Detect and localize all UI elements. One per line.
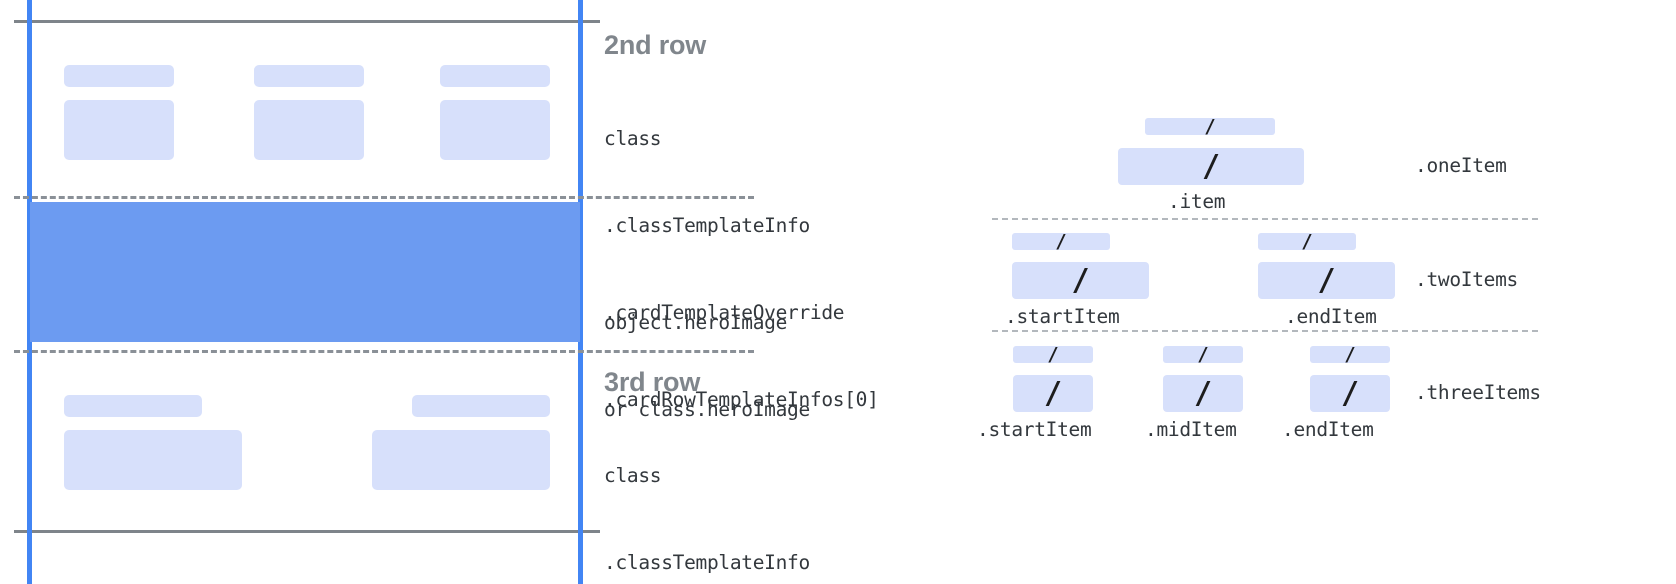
row2-annotation: 2nd row class .classTemplateInfo .cardTe… [604,30,879,472]
slash-glyph: / [1204,115,1216,137]
row2-label-3 [440,65,550,87]
three-items-group: / / .startItem / / .midItem / / .endItem… [977,338,1590,448]
two-three-separator [992,330,1538,332]
row3-annotation: 3rd row class .classTemplateInfo .cardTe… [604,367,879,584]
three-items-end-caption: .endItem [1282,418,1374,441]
row2-heading: 2nd row [604,30,707,60]
slash-glyph: / [1340,375,1360,411]
card-top-edge [14,20,600,23]
slash-glyph: / [1301,230,1313,252]
row2-label-2 [254,65,364,87]
slash-glyph: / [1193,375,1213,411]
slash-glyph: / [1071,262,1090,298]
row3-label-2 [412,395,550,417]
slash-glyph: / [1201,148,1221,184]
three-items-mid-caption: .midItem [1145,418,1237,441]
hero-code-line-0: object.heroImage [604,311,788,334]
row2-value-2 [254,100,364,160]
one-item-layout-name: .oneItem [1415,154,1507,177]
row3-label-1 [64,395,202,417]
one-item-label-bar: / [1145,115,1275,137]
three-items-start-label-bar: / [1013,343,1093,365]
two-items-group: / / .startItem / / .endItem .twoItems [990,225,1590,330]
slash-glyph: / [1055,230,1067,252]
two-items-end-label-bar: / [1258,230,1356,252]
row2-hero-separator [14,196,754,199]
two-items-start-label-bar: / [1012,230,1110,252]
row2-code-line-2: .cardTemplateOverride [604,301,845,324]
two-items-start-value-bar: / [1012,262,1149,299]
three-items-layout-name: .threeItems [1415,381,1541,404]
two-items-end-caption: .endItem [1285,305,1377,328]
row3-code-line-1: .classTemplateInfo [604,551,810,574]
one-two-separator [992,218,1538,220]
card-bottom-edge [14,530,600,533]
row3-value-1 [64,430,242,490]
three-items-end-label-bar: / [1310,343,1390,365]
two-items-layout-name: .twoItems [1415,268,1518,291]
row2-code-line-3: .cardRowTemplateInfos[0] [604,388,879,411]
row2-code-line-0: class [604,127,662,150]
row3-code-line-0: class [604,464,662,487]
row2-label-1 [64,65,174,87]
hero-annotation: object.heroImage or class.heroImage [604,250,810,482]
three-items-mid-label-bar: / [1163,343,1243,365]
three-items-end-value-bar: / [1310,375,1390,412]
two-items-end-value-bar: / [1258,262,1395,299]
slash-glyph: / [1344,343,1356,365]
three-items-start-caption: .startItem [977,418,1092,441]
three-items-mid-value-bar: / [1163,375,1243,412]
one-item-caption: .item [1168,190,1226,213]
card-left-guide [27,0,32,584]
row2-value-1 [64,100,174,160]
item-layouts-panel: / / .item .oneItem / / .startItem / [977,100,1590,450]
row2-code-line-1: .classTemplateInfo [604,214,810,237]
card-right-guide [578,0,583,584]
slash-glyph: / [1317,262,1336,298]
slash-glyph: / [1043,375,1063,411]
hero-image-block [30,202,580,342]
two-items-start-caption: .startItem [1005,305,1120,328]
three-items-start-value-bar: / [1013,375,1093,412]
card-preview [0,0,754,584]
slash-glyph: / [1197,343,1209,365]
hero-code-line-1: or class.heroImage [604,398,810,421]
second-row-region [30,23,578,193]
one-item-group: / / .item .oneItem [990,100,1590,213]
third-row-region [30,356,578,526]
slash-glyph: / [1047,343,1059,365]
row2-code: class .classTemplateInfo .cardTemplateOv… [604,66,879,472]
row3-value-2 [372,430,550,490]
one-item-value-bar: / [1118,148,1304,185]
row2-value-3 [440,100,550,160]
row3-heading: 3rd row [604,367,701,397]
row3-code: class .classTemplateInfo .cardTemplateOv… [604,403,879,584]
hero-row3-separator [14,350,754,353]
